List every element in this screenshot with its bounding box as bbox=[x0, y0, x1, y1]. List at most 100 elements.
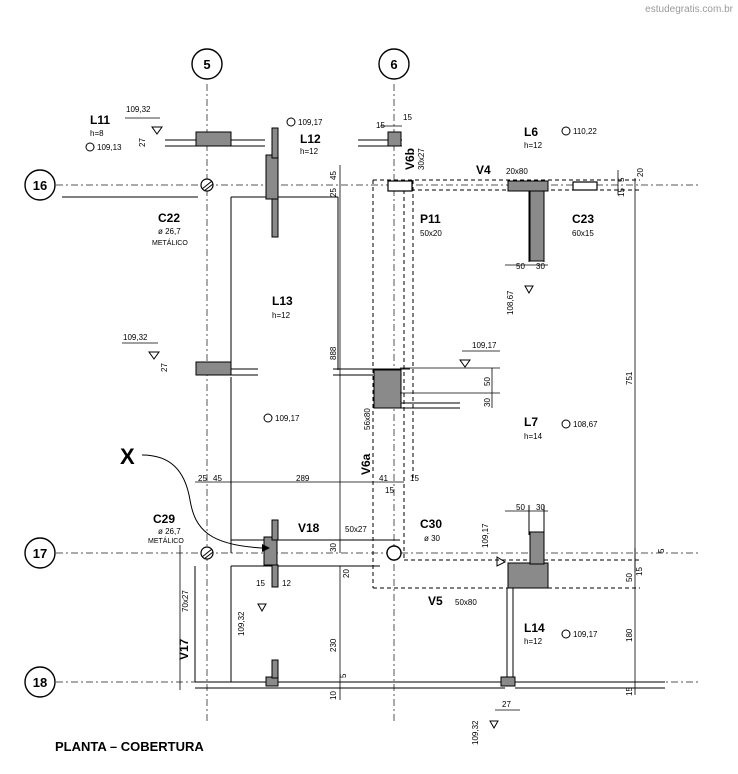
svg-text:27: 27 bbox=[502, 700, 511, 709]
beam-v6b-size: 30x27 bbox=[417, 148, 426, 170]
svg-text:751: 751 bbox=[625, 371, 634, 385]
column-c29-label: C29 bbox=[153, 512, 175, 526]
svg-text:289: 289 bbox=[296, 474, 310, 483]
grid-bubble-5: 5 bbox=[191, 48, 223, 80]
svg-text:27: 27 bbox=[138, 138, 147, 147]
svg-text:109,32: 109,32 bbox=[126, 105, 151, 114]
svg-text:10: 10 bbox=[329, 691, 338, 700]
svg-text:15: 15 bbox=[256, 579, 265, 588]
svg-text:20: 20 bbox=[636, 168, 645, 177]
svg-text:108,67: 108,67 bbox=[573, 420, 598, 429]
svg-text:15: 15 bbox=[403, 113, 412, 122]
column-p11-size: 50x20 bbox=[420, 229, 442, 238]
slab-l14-label: L14 bbox=[524, 621, 545, 635]
grid-bubble-17: 17 bbox=[24, 537, 56, 569]
svg-text:109,17: 109,17 bbox=[298, 118, 323, 127]
beam-v6a-label: V6a bbox=[359, 453, 373, 475]
svg-text:15: 15 bbox=[625, 687, 634, 696]
svg-text:109,17: 109,17 bbox=[275, 414, 300, 423]
svg-text:25: 25 bbox=[329, 188, 338, 197]
column-c30-circle bbox=[386, 545, 402, 561]
beam-v4-size: 20x80 bbox=[506, 167, 528, 176]
svg-text:16: 16 bbox=[33, 178, 47, 193]
beam-v5-size: 50x80 bbox=[455, 598, 477, 607]
svg-text:45: 45 bbox=[213, 474, 222, 483]
marker-x: X bbox=[120, 444, 135, 469]
svg-text:50: 50 bbox=[483, 377, 492, 386]
svg-text:230: 230 bbox=[329, 638, 338, 652]
column-c22-label: C22 bbox=[158, 211, 180, 225]
svg-text:41: 41 bbox=[379, 474, 388, 483]
level-markers bbox=[85, 117, 571, 730]
svg-text:25: 25 bbox=[198, 474, 207, 483]
svg-text:5: 5 bbox=[617, 177, 626, 182]
slab-l6-thickness: h=12 bbox=[524, 141, 543, 150]
svg-text:30: 30 bbox=[483, 398, 492, 407]
svg-text:30: 30 bbox=[536, 503, 545, 512]
svg-text:109,17: 109,17 bbox=[472, 341, 497, 350]
column-c23-size: 60x15 bbox=[572, 229, 594, 238]
svg-text:30: 30 bbox=[536, 262, 545, 271]
svg-text:15: 15 bbox=[617, 188, 626, 197]
column-c29-size: ø 26,7 bbox=[158, 527, 181, 536]
marker-arrow bbox=[141, 454, 263, 549]
slab-l12-label: L12 bbox=[300, 132, 321, 146]
beam-v17-label: V17 bbox=[177, 638, 191, 660]
svg-text:27: 27 bbox=[160, 363, 169, 372]
marker-arrowhead bbox=[262, 544, 270, 552]
slab-l13-thickness: h=12 bbox=[272, 311, 291, 320]
svg-text:30: 30 bbox=[329, 543, 338, 552]
column-v6b bbox=[387, 180, 413, 192]
svg-text:109,32: 109,32 bbox=[237, 611, 246, 636]
beam-v18-label: V18 bbox=[298, 521, 320, 535]
drawing-title: PLANTA – COBERTURA bbox=[55, 739, 204, 754]
beam-v4-label: V4 bbox=[476, 163, 491, 177]
dimension-values: 15 15 45 25 20 5 15 50 30 27 27 888 751 … bbox=[138, 113, 666, 709]
beam-v5-label: V5 bbox=[428, 594, 443, 608]
slab-l14-thickness: h=12 bbox=[524, 637, 543, 646]
column-c22-size: ø 26,7 bbox=[158, 227, 181, 236]
svg-text:5: 5 bbox=[203, 57, 210, 72]
svg-text:45: 45 bbox=[329, 171, 338, 180]
slab-l11-label: L11 bbox=[90, 113, 110, 127]
grid-bubble-6: 6 bbox=[378, 48, 410, 80]
svg-text:15: 15 bbox=[410, 474, 419, 483]
column-c23-label: C23 bbox=[572, 212, 594, 226]
svg-text:109,32: 109,32 bbox=[123, 333, 148, 342]
svg-text:18: 18 bbox=[33, 675, 47, 690]
svg-text:109,17: 109,17 bbox=[481, 523, 490, 548]
slab-l6-label: L6 bbox=[524, 125, 538, 139]
column-c23 bbox=[572, 181, 598, 191]
slab-l12-thickness: h=12 bbox=[300, 147, 319, 156]
svg-text:110,22: 110,22 bbox=[573, 127, 597, 136]
svg-text:180: 180 bbox=[625, 628, 634, 642]
svg-text:5: 5 bbox=[657, 548, 666, 553]
watermark: estudegratis.com.br bbox=[645, 4, 733, 15]
svg-text:15: 15 bbox=[635, 567, 644, 576]
beam-v6a-size: 56x80 bbox=[363, 408, 372, 430]
svg-text:109,32: 109,32 bbox=[471, 720, 480, 745]
svg-text:15: 15 bbox=[385, 486, 394, 495]
beam-v17-size: 70x27 bbox=[181, 590, 190, 612]
svg-text:108,67: 108,67 bbox=[506, 290, 515, 315]
beam-v6b-label: V6b bbox=[403, 148, 417, 170]
column-c30-label: C30 bbox=[420, 517, 442, 531]
column-sections bbox=[195, 127, 549, 687]
svg-text:20: 20 bbox=[342, 569, 351, 578]
grid-bubble-16: 16 bbox=[24, 169, 56, 201]
slab-l7-label: L7 bbox=[524, 415, 538, 429]
beam-v18-size: 50x27 bbox=[345, 525, 367, 534]
svg-text:50: 50 bbox=[625, 573, 634, 582]
metal-column-c29 bbox=[200, 546, 214, 560]
grid-bubble-18: 18 bbox=[24, 666, 56, 698]
column-p11-label: P11 bbox=[420, 212, 441, 226]
svg-text:12: 12 bbox=[282, 579, 291, 588]
level-values: 109,32 109,13 109,17 110,22 108,67 109,3… bbox=[97, 105, 598, 745]
svg-text:6: 6 bbox=[390, 57, 397, 72]
column-c29-note: METÁLICO bbox=[148, 536, 184, 545]
column-c22-note: METÁLICO bbox=[152, 238, 188, 247]
dimension-lines bbox=[179, 125, 636, 711]
svg-text:50: 50 bbox=[516, 503, 525, 512]
